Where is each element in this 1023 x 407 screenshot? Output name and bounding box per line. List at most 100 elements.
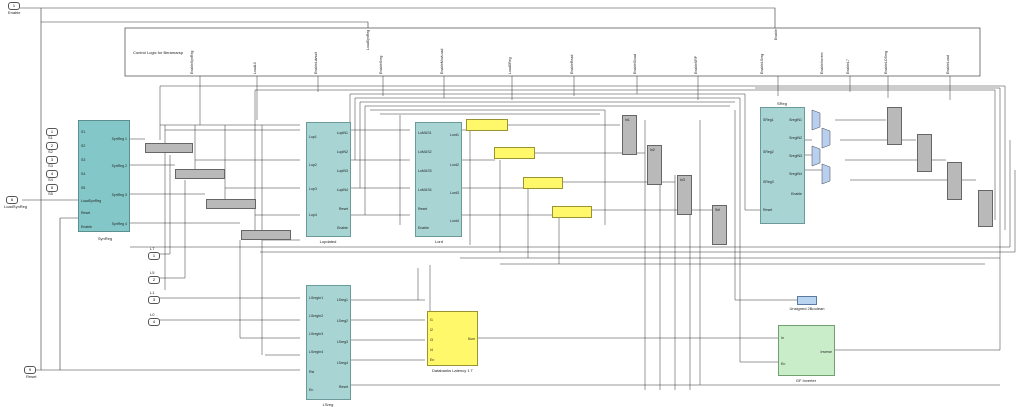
lsreg-out-1: LSreg1 [336,298,348,302]
lsreg-block[interactable]: LSregIn1 LSregIn2 LSregIn3 LSregIn4 Rst … [306,285,351,400]
rmux-3[interactable] [947,162,962,200]
lupdated-block[interactable]: Lup1 Lup2 Lup3 Lup4 LupIN1 LupIN2 LupIN3… [306,122,351,237]
lord-out-3: Lord3 [450,191,459,195]
synreg-out-1: SynReg 1 [111,137,127,141]
inport-s2[interactable]: 2 [46,142,58,150]
synreg-block[interactable]: S1 S2 S3 S4 S5 LoadSynReg Reset Enable S… [78,120,130,232]
inport-reset-label: Reset [26,374,37,379]
yellow-block-1[interactable] [466,119,508,131]
lord-out-4: Lord4 [450,219,459,223]
control-logic-label: Control Logic for Beramarsp [133,50,184,55]
control-signal-5: LoadSReg [508,57,512,74]
lsreg-out-2: LSreg2 [336,319,348,323]
mux-block-4[interactable] [241,230,291,240]
control-wires [199,76,951,125]
yellow-block-3[interactable] [523,177,563,189]
lord-block[interactable]: LoMUS1 LoMUS2 LoMUS3 LoMUS4 Reset Enable… [415,122,462,237]
inport-s1-label: S1 [48,135,53,140]
databanks-block[interactable]: I1 I2 I3 I4 En Sum [427,311,478,366]
sreg-out-4: SregIN4 [789,172,802,176]
lord-in-5: Reset [418,207,428,211]
top-wires [20,7,776,371]
rmux-1[interactable] [887,107,902,145]
unsigned-2boolean-block[interactable] [797,296,817,305]
gf-inverter-in-2: En [781,362,786,366]
lsreg-out-5: Reset [338,385,348,389]
synreg-in-6: LoadSynReg [81,199,102,203]
sreg-in-3: SReg3 [763,180,774,184]
outport-l5-label: L5 [150,270,155,275]
lupdated-in-3: Lup3 [309,187,317,191]
inport-s3[interactable]: 3 [46,156,58,164]
control-signal-10: EnableIncrem [820,52,824,74]
databanks-in-4: I4 [430,348,433,352]
inport-s5-label: S5 [48,191,53,196]
control-signal-0: EnableSynReg [190,50,194,74]
control-signal-3: EnableSreg [379,55,383,74]
databanks-in-2: I2 [430,328,433,332]
inport-s1[interactable]: 1 [46,128,58,136]
mux-block-2[interactable] [175,169,225,179]
vmux-3[interactable]: In3 [677,175,692,215]
lsreg-out-3: LSreg3 [336,340,348,344]
control-logic-box[interactable] [124,27,981,77]
bus-wires [130,85,1015,386]
lupdated-out-2: LupIN2 [336,150,348,154]
lord-in-2: LoMUS2 [418,150,432,154]
synreg-out-4: SynReg 4 [111,222,127,226]
vmux-4-pin: Sel [715,208,721,212]
synreg-in-8: Enable [81,225,92,229]
mux-triangles[interactable] [811,109,831,185]
inport-s4[interactable]: 4 [46,170,58,178]
lord-in-1: LoMUS1 [418,131,432,135]
outport-l7[interactable]: 1 [148,252,160,260]
sreg-out-3: SregIN3 [789,154,802,158]
sreg-out-1: SregIN1 [789,118,802,122]
top-signal-enable: Enable [774,29,778,40]
outport-l1[interactable]: 3 [148,296,160,304]
lupdated-in-4: Lup4 [309,213,317,217]
gf-inverter-block[interactable]: In En Inverse [778,325,835,376]
control-signal-1: LoadL0 [253,62,257,74]
outport-l5[interactable]: 2 [148,276,160,284]
control-signal-8: EnableSRP [694,55,698,74]
rmux-4[interactable] [978,190,993,227]
vmux-1[interactable]: In1 [622,115,637,155]
vmux-4[interactable]: Sel [712,205,727,245]
lord-out-2: Lord2 [450,163,459,167]
yellow-block-4[interactable] [552,206,592,218]
vmux-1-pin: In1 [625,118,630,122]
synreg-out-3: SynReg 3 [111,193,127,197]
synreg-in-5: S5 [81,186,86,190]
control-signal-13: EnableLoad [946,55,950,74]
inport-reset[interactable]: 9 [24,366,36,374]
mux-block-1[interactable] [145,143,193,153]
mux-block-3[interactable] [206,199,256,209]
inport-loadsynreg[interactable]: 6 [6,196,18,204]
unsigned-2boolean-name: Unsigned 2Boolean [789,306,825,311]
gf-inverter-out-1: Inverse [820,350,832,354]
lupdated-out-5: Reset [338,207,348,211]
synreg-in-4: S4 [81,172,86,176]
yellow-block-2[interactable] [494,147,535,159]
lord-in-4: LoMUS4 [418,188,432,192]
sreg-block[interactable]: SReg1 SReg2 SReg3 Reset SregIN1 SregIN2 … [760,107,805,224]
inport-s5[interactable]: 5 [46,184,58,192]
vmux-2[interactable]: In2 [647,145,662,185]
lupdated-out-1: LupIN1 [336,131,348,135]
synreg-in-2: S2 [81,144,86,148]
databanks-in-1: I1 [430,318,433,322]
inport-enable[interactable]: 1 [8,2,20,10]
synreg-in-7: Reset [81,211,91,215]
lsreg-in-4: LSregIn4 [309,350,324,354]
outport-l0[interactable]: 4 [148,318,160,326]
lord-in-6: Enable [418,226,429,230]
rmux-2[interactable] [917,134,932,172]
control-signal-11: EnableL7 [846,59,850,74]
control-signal-12: EnableLOSreg [884,51,888,74]
lord-out-1: Lord1 [450,133,459,137]
lupdated-out-4: LupIN4 [336,188,348,192]
gf-inverter-name: GF Inverter [795,378,817,383]
lsreg-in-2: LSregIn2 [309,314,324,318]
